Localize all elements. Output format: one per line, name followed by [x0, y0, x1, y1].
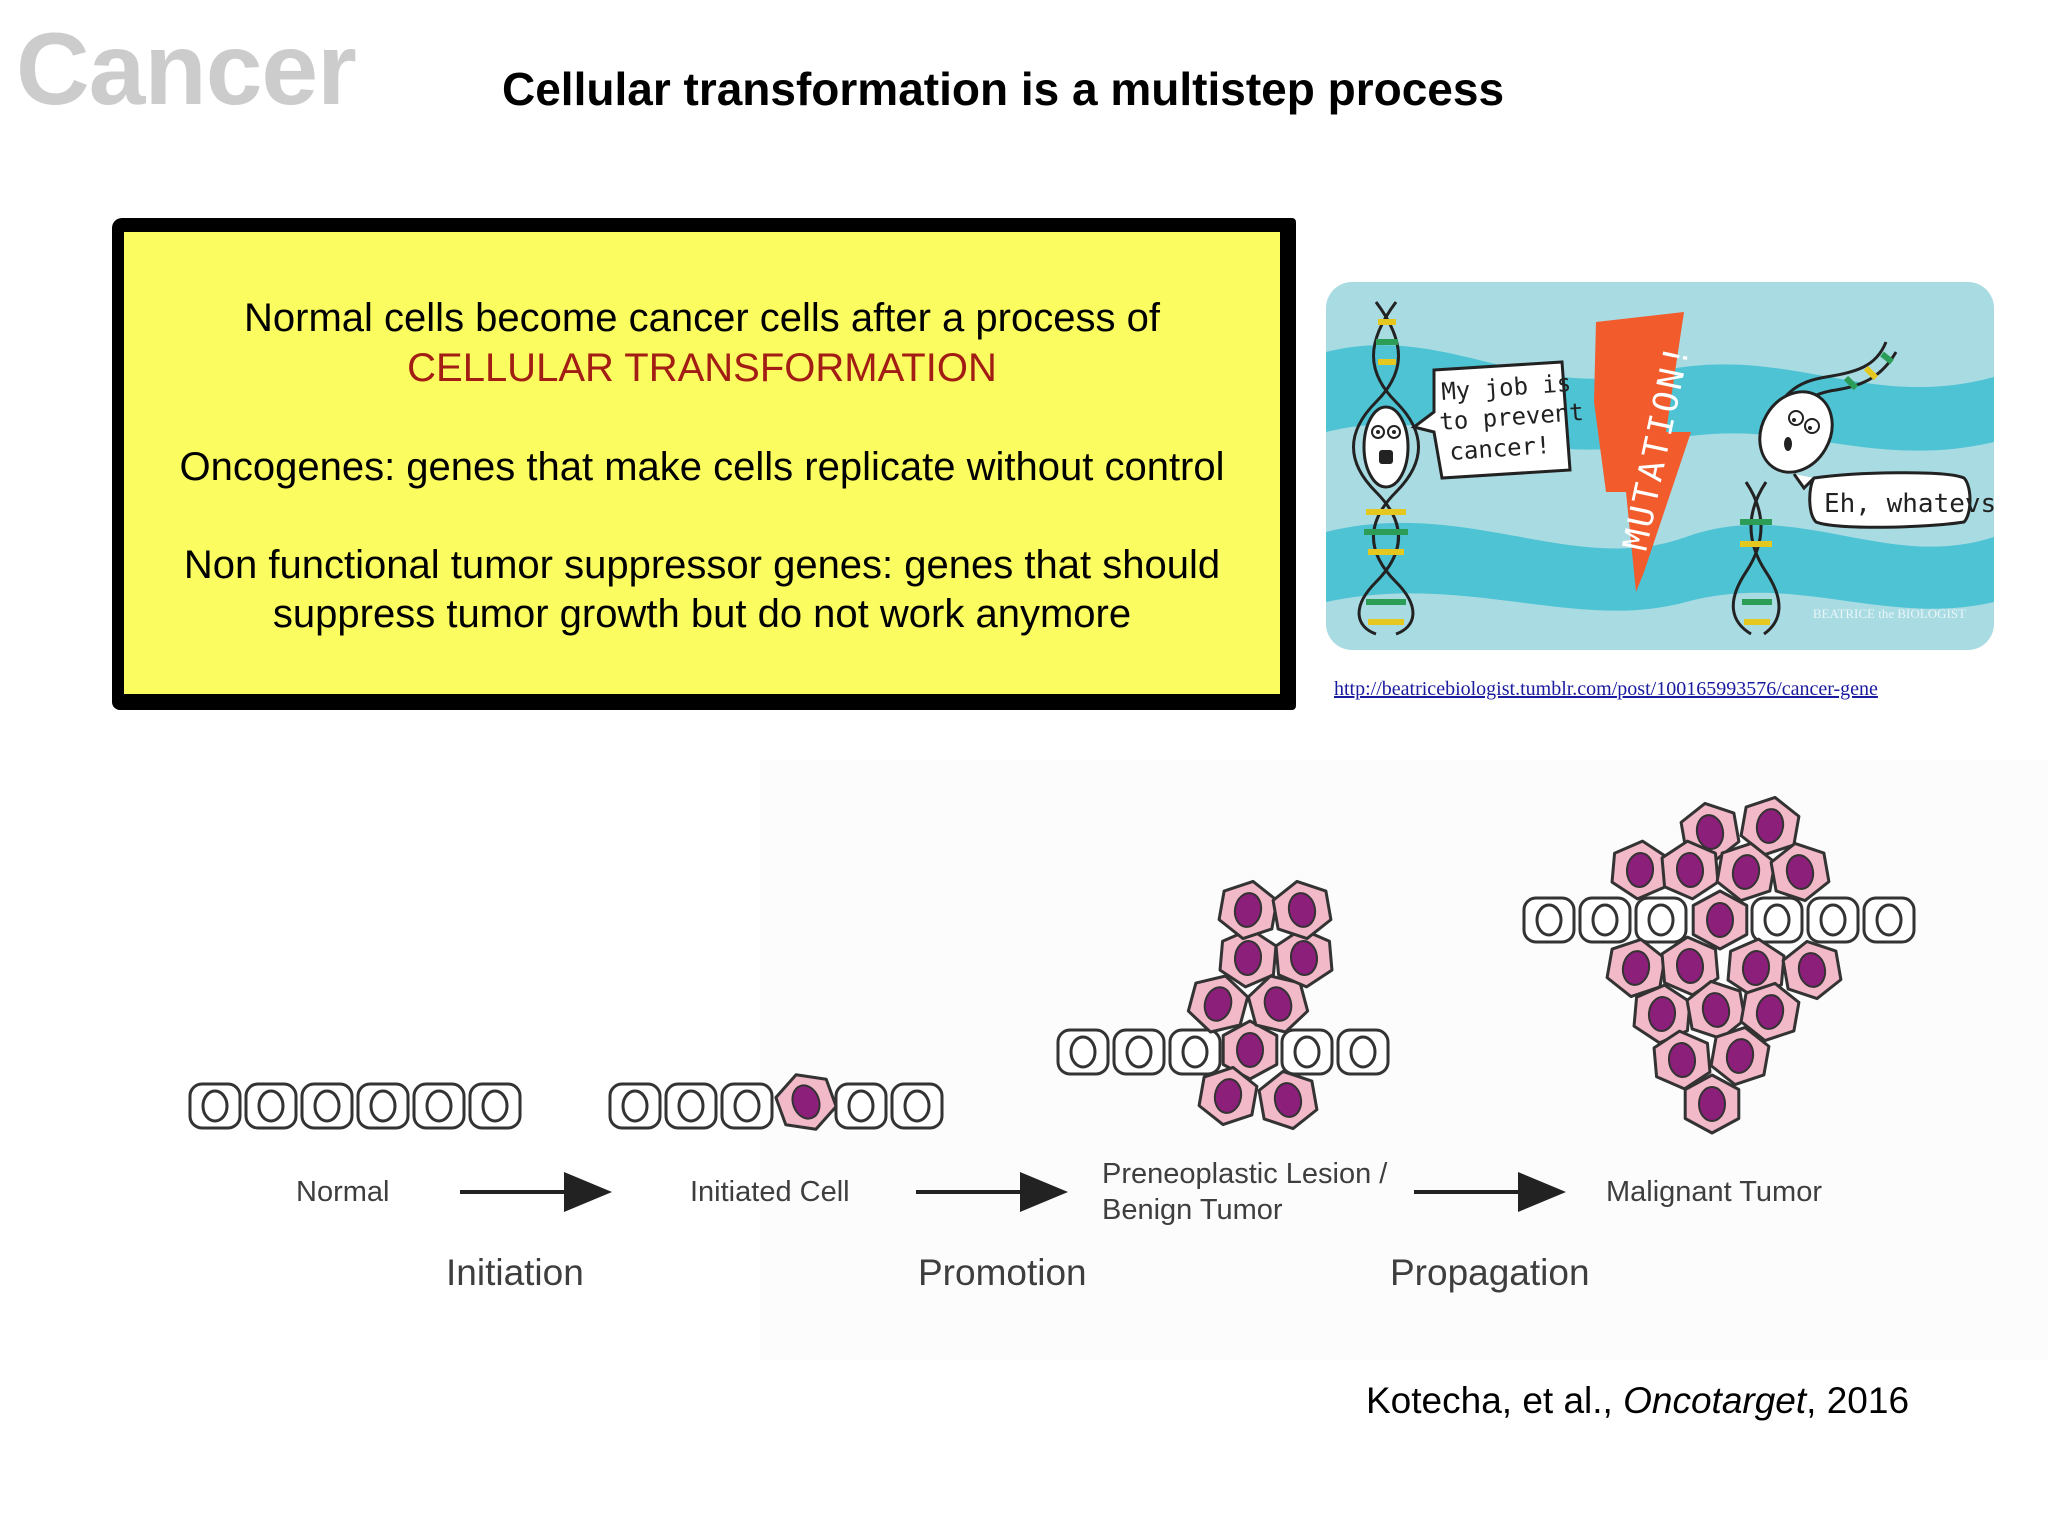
normal-cell: [412, 1082, 466, 1130]
definition-text: Normal cells become cancer cells after a…: [124, 294, 1280, 393]
dna-mutation-cartoon: My job is to prevent cancer! MUTATION! E…: [1326, 282, 1994, 650]
benign-tumor-cell: [1221, 1019, 1279, 1081]
left-speech-bubble: My job is to prevent cancer!: [1410, 360, 1585, 480]
tumor-suppressor-line-2: suppress tumor growth but do not work an…: [272, 592, 1132, 637]
normal-cell: [188, 1082, 242, 1130]
left-dna-icon: [1352, 301, 1420, 636]
stage-label-malignant: Malignant Tumor: [1606, 1176, 1822, 1208]
normal-cell: [1168, 1028, 1222, 1076]
malignant-tumor-cell: [1691, 889, 1749, 951]
normal-cell: [608, 1082, 662, 1130]
normal-cell: [244, 1082, 298, 1130]
normal-cell: [834, 1082, 888, 1130]
tumor-suppressor-line-1: Non functional tumor suppressor genes: g…: [183, 542, 1221, 587]
normal-cell: [1336, 1028, 1390, 1076]
normal-cell: [1750, 896, 1804, 944]
malignant-tumor-cell: [1739, 795, 1801, 857]
malignant-tumor-cell: [1610, 839, 1670, 901]
citation-year: , 2016: [1806, 1380, 1910, 1421]
cell-groups: [188, 795, 1916, 1135]
info-box: Normal cells become cancer cells after a…: [124, 232, 1280, 694]
definition-line-1: Normal cells become cancer cells after a…: [244, 296, 1160, 340]
normal-cell: [468, 1082, 522, 1130]
benign-tumor-cell: [1186, 974, 1250, 1034]
benign-tumor-cell: [1246, 974, 1310, 1034]
stage-label-preneoplastic-line-2: Benign Tumor: [1102, 1194, 1283, 1227]
normal-cell: [300, 1082, 354, 1130]
left-dna-face-icon: [1362, 405, 1410, 489]
benign-tumor-cell: [1257, 1069, 1319, 1131]
malignant-tumor-cell: [1652, 1029, 1712, 1091]
cartoon-signature: BEATRICE the BIOLOGIST: [1813, 606, 1966, 621]
citation: Kotecha, et al., Oncotarget, 2016: [1366, 1380, 1909, 1422]
initiated-cell: [774, 1073, 838, 1131]
malignant-tumor-cell: [1660, 839, 1720, 901]
normal-cell: [1634, 896, 1688, 944]
speech-right-text: Eh, whatevs.: [1824, 489, 1994, 519]
citation-journal: Oncotarget: [1623, 1380, 1807, 1421]
benign-tumor-cell: [1271, 879, 1333, 941]
benign-tumor-cell: [1218, 927, 1278, 989]
normal-cell: [356, 1082, 410, 1130]
stage-label-initiated: Initiated Cell: [690, 1176, 850, 1208]
stage-label-preneoplastic-line-1: Preneoplastic Lesion /: [1102, 1158, 1388, 1190]
diagram-panel-background: [760, 760, 2048, 1360]
stage-label-preneoplastic: Preneoplastic Lesion / Benign Tumor: [1102, 1156, 1387, 1229]
normal-cell: [1280, 1028, 1334, 1076]
malignant-tumor-cell: [1781, 939, 1843, 1001]
normal-cell: [1806, 896, 1860, 944]
normal-cell: [1112, 1028, 1166, 1076]
malignant-tumor-cell: [1683, 1073, 1741, 1135]
cartoon-source-link[interactable]: http://beatricebiologist.tumblr.com/post…: [1334, 678, 1878, 700]
malignant-tumor-cell: [1709, 1025, 1771, 1087]
normal-cell: [1056, 1028, 1110, 1076]
right-speech-bubble: Eh, whatevs.: [1792, 471, 1994, 529]
transformation-process-diagram: [188, 760, 2048, 1360]
normal-cell: [890, 1082, 944, 1130]
tumor-suppressor-text: Non functional tumor suppressor genes: g…: [124, 541, 1280, 640]
benign-tumor-cell: [1274, 927, 1334, 989]
malignant-tumor-cell: [1739, 981, 1801, 1043]
transformation-term: CELLULAR TRANSFORMATION: [407, 345, 997, 390]
malignant-tumor-cell: [1726, 937, 1786, 999]
normal-cell: [664, 1082, 718, 1130]
step-label-promotion: Promotion: [918, 1252, 1087, 1293]
section-label: Cancer: [16, 12, 357, 126]
normal-cell: [1862, 896, 1916, 944]
citation-authors: Kotecha, et al.,: [1366, 1380, 1624, 1421]
oncogenes-text: Oncogenes: genes that make cells replica…: [179, 445, 1225, 490]
right-dna-face-icon: [1758, 390, 1834, 474]
stage-label-normal: Normal: [296, 1176, 390, 1208]
wave-band-2: [1326, 522, 1994, 611]
benign-tumor-cell: [1197, 1065, 1259, 1127]
step-label-propagation: Propagation: [1390, 1252, 1590, 1293]
step-label-initiation: Initiation: [446, 1252, 584, 1293]
malignant-tumor-cell: [1769, 841, 1831, 903]
normal-cell: [1578, 896, 1632, 944]
normal-cell: [720, 1082, 774, 1130]
normal-cell: [1522, 896, 1576, 944]
slide-title: Cellular transformation is a multistep p…: [502, 63, 1505, 115]
